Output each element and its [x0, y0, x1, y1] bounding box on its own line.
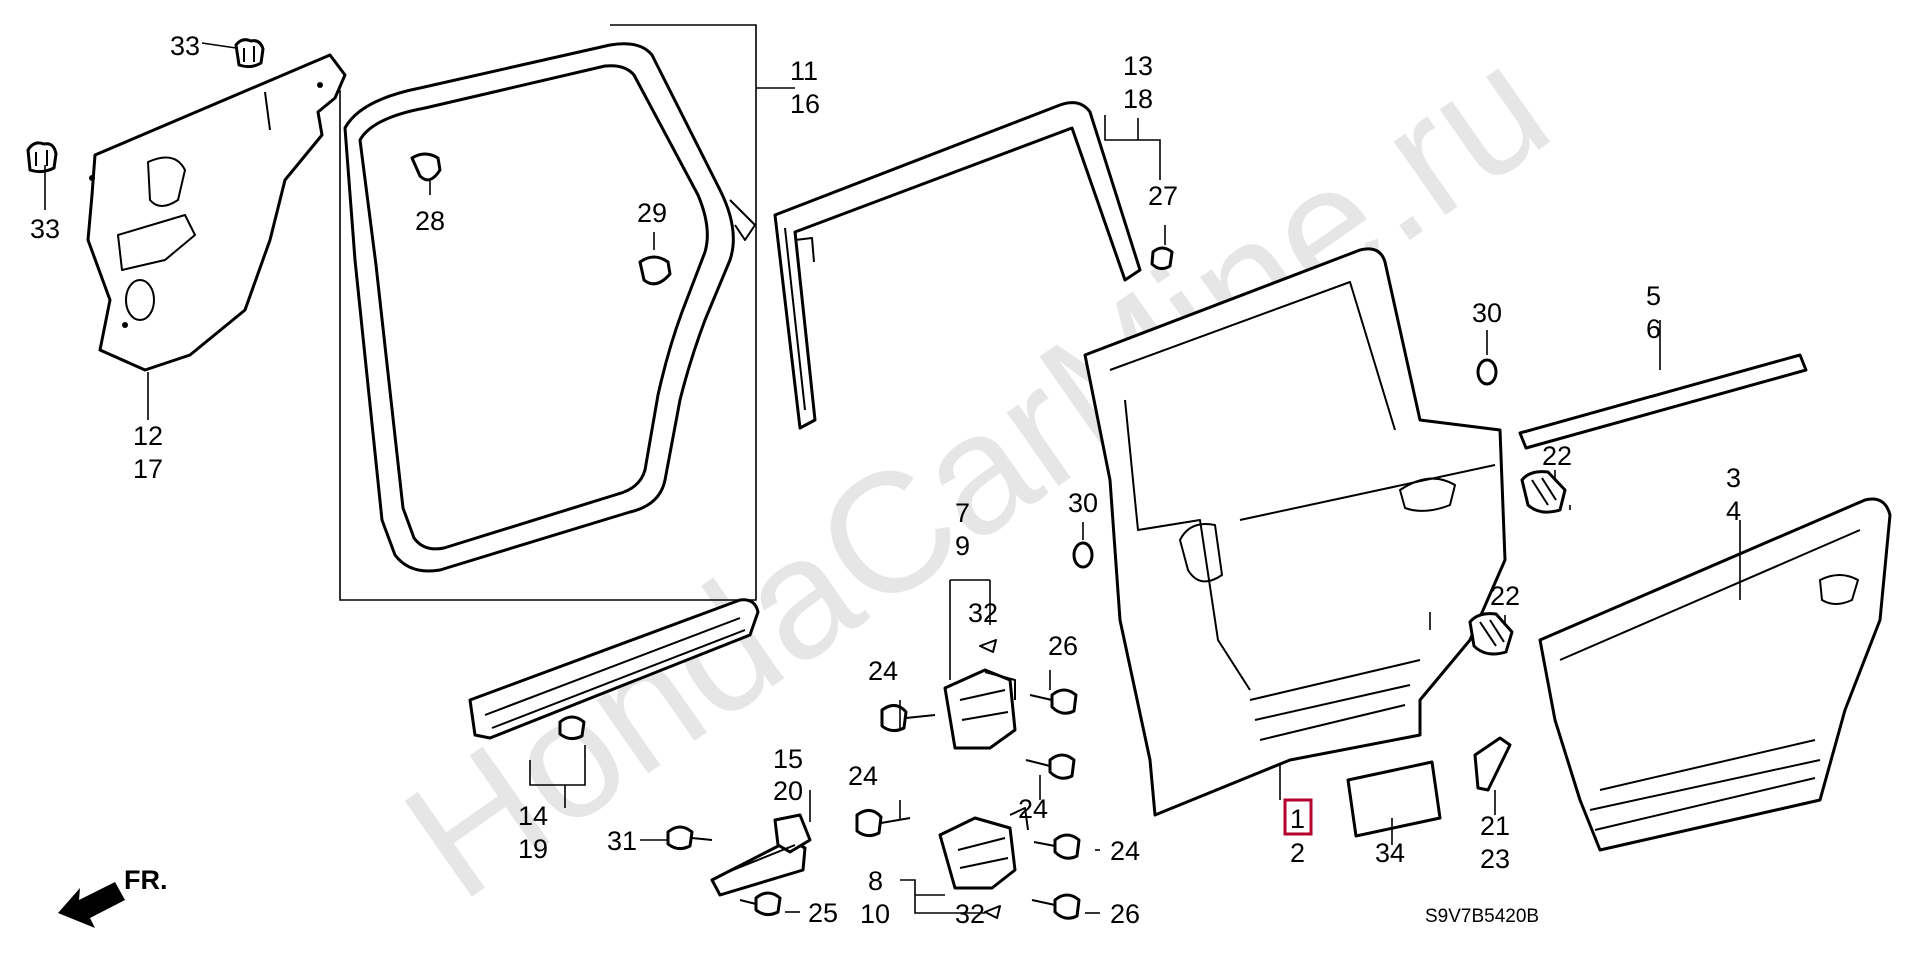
door-checker-part[interactable]: [710, 813, 812, 897]
bolt-part-24-upper[interactable]: [880, 704, 936, 733]
bumper-part-22-lower[interactable]: [1468, 612, 1514, 656]
bolt-part-25[interactable]: [739, 891, 782, 917]
callout-24: 24: [1110, 836, 1140, 866]
callout-5: 5: [1646, 281, 1661, 311]
callout-20: 20: [773, 776, 803, 806]
clip-part-29[interactable]: [638, 255, 672, 286]
seal-ring-part-30-left[interactable]: [1072, 541, 1094, 569]
callout-22: 22: [1490, 581, 1520, 611]
bolt-part-24-right[interactable]: [1025, 753, 1076, 780]
front-marker-label: FR.: [124, 865, 168, 895]
callout-6: 6: [1646, 314, 1661, 344]
rear-door-panel-part[interactable]: [1083, 247, 1507, 817]
callout-29: 29: [637, 198, 667, 228]
diagram-code: S9V7B5420B: [1425, 906, 1539, 927]
callout-27: 27: [1148, 181, 1178, 211]
clip-part-33-lower[interactable]: [26, 141, 58, 174]
door-weatherstrip-part[interactable]: [343, 42, 756, 573]
callout-15: 15: [773, 744, 803, 774]
leader-lines: [44, 24, 1741, 914]
callout-2: 2: [1290, 838, 1305, 868]
outer-door-skin-part[interactable]: [1538, 497, 1892, 852]
callout-3: 3: [1726, 463, 1741, 493]
highlight-box: [1283, 798, 1313, 836]
callout-13: 13: [1123, 51, 1153, 81]
bolt-part-24-far-right[interactable]: [1033, 833, 1081, 860]
hinge-pin-part-32-upper[interactable]: [979, 639, 997, 653]
callout-17: 17: [133, 454, 163, 484]
door-plastic-sheet-part[interactable]: [86, 53, 347, 372]
callout-labels: 33 33 12 17 11 16 28 29 13 18 27 30 30 5…: [30, 31, 1741, 929]
door-molding-strip-part[interactable]: [1518, 353, 1808, 450]
callout-10: 10: [860, 899, 890, 929]
clip-part-33-upper[interactable]: [234, 38, 265, 69]
callout-7: 7: [955, 498, 970, 528]
callout-33: 33: [30, 214, 60, 244]
clip-part-27[interactable]: [1150, 246, 1174, 271]
bolt-part-26-lower[interactable]: [1031, 893, 1081, 920]
callout-33: 33: [170, 31, 200, 61]
callout-26: 26: [1048, 631, 1078, 661]
callout-8: 8: [868, 866, 883, 896]
callout-24: 24: [1018, 794, 1048, 824]
protector-pad-part-34[interactable]: [1346, 760, 1442, 838]
callout-11: 11: [790, 56, 818, 86]
front-direction-arrow-icon: [58, 882, 125, 928]
callout-34: 34: [1375, 838, 1405, 868]
bolt-part-31[interactable]: [666, 825, 713, 851]
callout-31: 31: [607, 826, 637, 856]
callout-22: 22: [1542, 441, 1572, 471]
bolt-part-24-lower[interactable]: [855, 809, 911, 838]
callout-21: 21: [1480, 811, 1510, 841]
callout-28: 28: [415, 206, 445, 236]
callout-25: 25: [808, 898, 838, 928]
lower-hinge-part[interactable]: [938, 807, 1029, 890]
callout-24: 24: [868, 656, 898, 686]
clip-part-28[interactable]: [410, 152, 442, 182]
callout-19: 19: [518, 834, 548, 864]
callout-12: 12: [133, 421, 163, 451]
callout-32: 32: [968, 598, 998, 628]
callout-30: 30: [1472, 298, 1502, 328]
seal-ring-part-30-right[interactable]: [1476, 358, 1498, 386]
hinge-pin-part-32-lower[interactable]: [984, 905, 1001, 919]
upper-hinge-part[interactable]: [943, 668, 1017, 750]
callout-32: 32: [955, 899, 985, 929]
callout-24: 24: [848, 761, 878, 791]
bolt-part-26-upper[interactable]: [1029, 688, 1078, 715]
callout-23: 23: [1480, 844, 1510, 874]
callout-30: 30: [1068, 488, 1098, 518]
callout-18: 18: [1123, 84, 1153, 114]
bumper-part-22-upper[interactable]: [1520, 470, 1567, 514]
seal-pad-part-21[interactable]: [1473, 736, 1512, 792]
callout-1[interactable]: 1: [1290, 804, 1305, 834]
glass-run-channel-part[interactable]: [773, 101, 1142, 430]
callout-16: 16: [790, 89, 820, 119]
clip-part-14-sill[interactable]: [558, 715, 586, 741]
callout-26: 26: [1110, 899, 1140, 929]
callout-14: 14: [518, 801, 548, 831]
callout-4: 4: [1726, 496, 1741, 526]
callout-9: 9: [955, 531, 970, 561]
